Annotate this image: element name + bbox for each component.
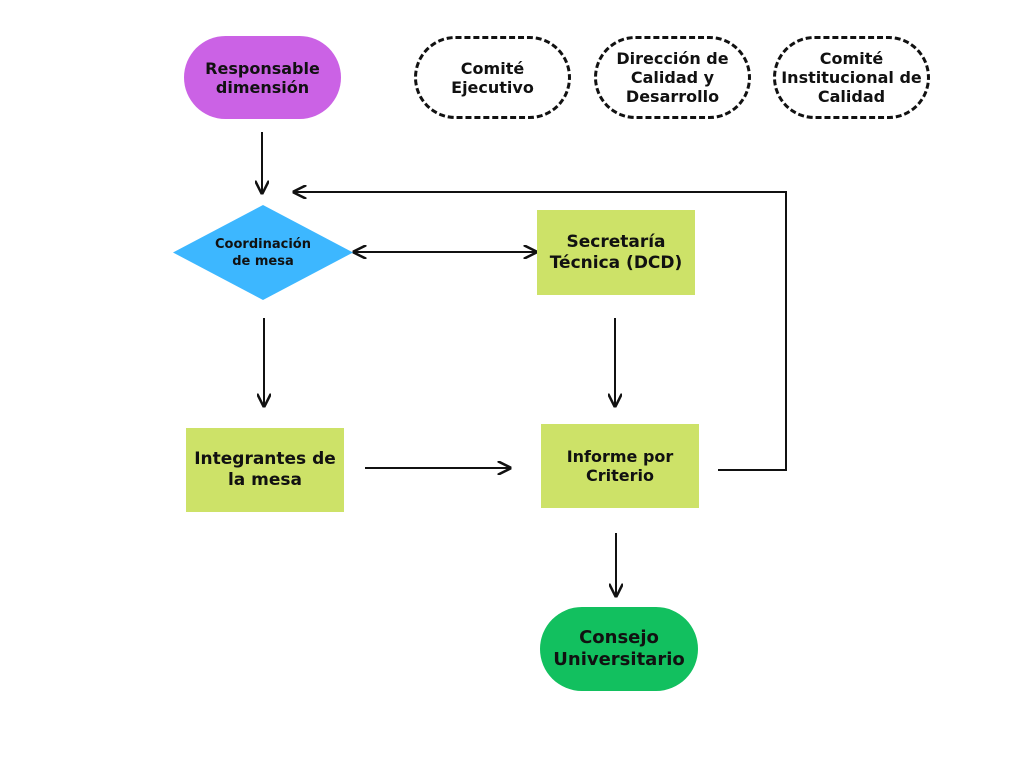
node-comite-institucional-calidad[interactable]: Comité Institucional de Calidad	[773, 36, 930, 119]
node-integrantes-label: Integrantes de la mesa	[194, 449, 336, 490]
node-direccion-calidad-label: Dirección de Calidad y Desarrollo	[616, 49, 729, 106]
node-comite-ejecutivo-label: Comité Ejecutivo	[451, 58, 534, 97]
node-comite-institucional-label: Comité Institucional de Calidad	[781, 49, 922, 106]
node-responsable-dimension[interactable]: Responsable dimensión	[184, 36, 341, 119]
arrow-informe-feedback-to-coordinacion	[294, 192, 787, 471]
diamond-shape	[173, 205, 353, 300]
node-responsable-label: Responsable dimensión	[205, 58, 320, 97]
node-secretaria-tecnica[interactable]: Secretaría Técnica (DCD)	[537, 210, 695, 295]
node-comite-ejecutivo[interactable]: Comité Ejecutivo	[414, 36, 571, 119]
node-integrantes-de-la-mesa[interactable]: Integrantes de la mesa	[186, 428, 344, 512]
node-direccion-calidad-desarrollo[interactable]: Dirección de Calidad y Desarrollo	[594, 36, 751, 119]
node-coordinacion-de-mesa[interactable]: Coordinación de mesa	[173, 205, 353, 300]
node-informe-label: Informe por Criterio	[566, 447, 674, 485]
node-consejo-universitario[interactable]: Consejo Universitario	[540, 607, 698, 691]
node-coordinacion-label: Coordinación de mesa	[215, 236, 311, 269]
node-informe-por-criterio[interactable]: Informe por Criterio	[541, 424, 699, 508]
node-secretaria-label: Secretaría Técnica (DCD)	[549, 231, 683, 273]
node-consejo-label: Consejo Universitario	[553, 627, 685, 670]
